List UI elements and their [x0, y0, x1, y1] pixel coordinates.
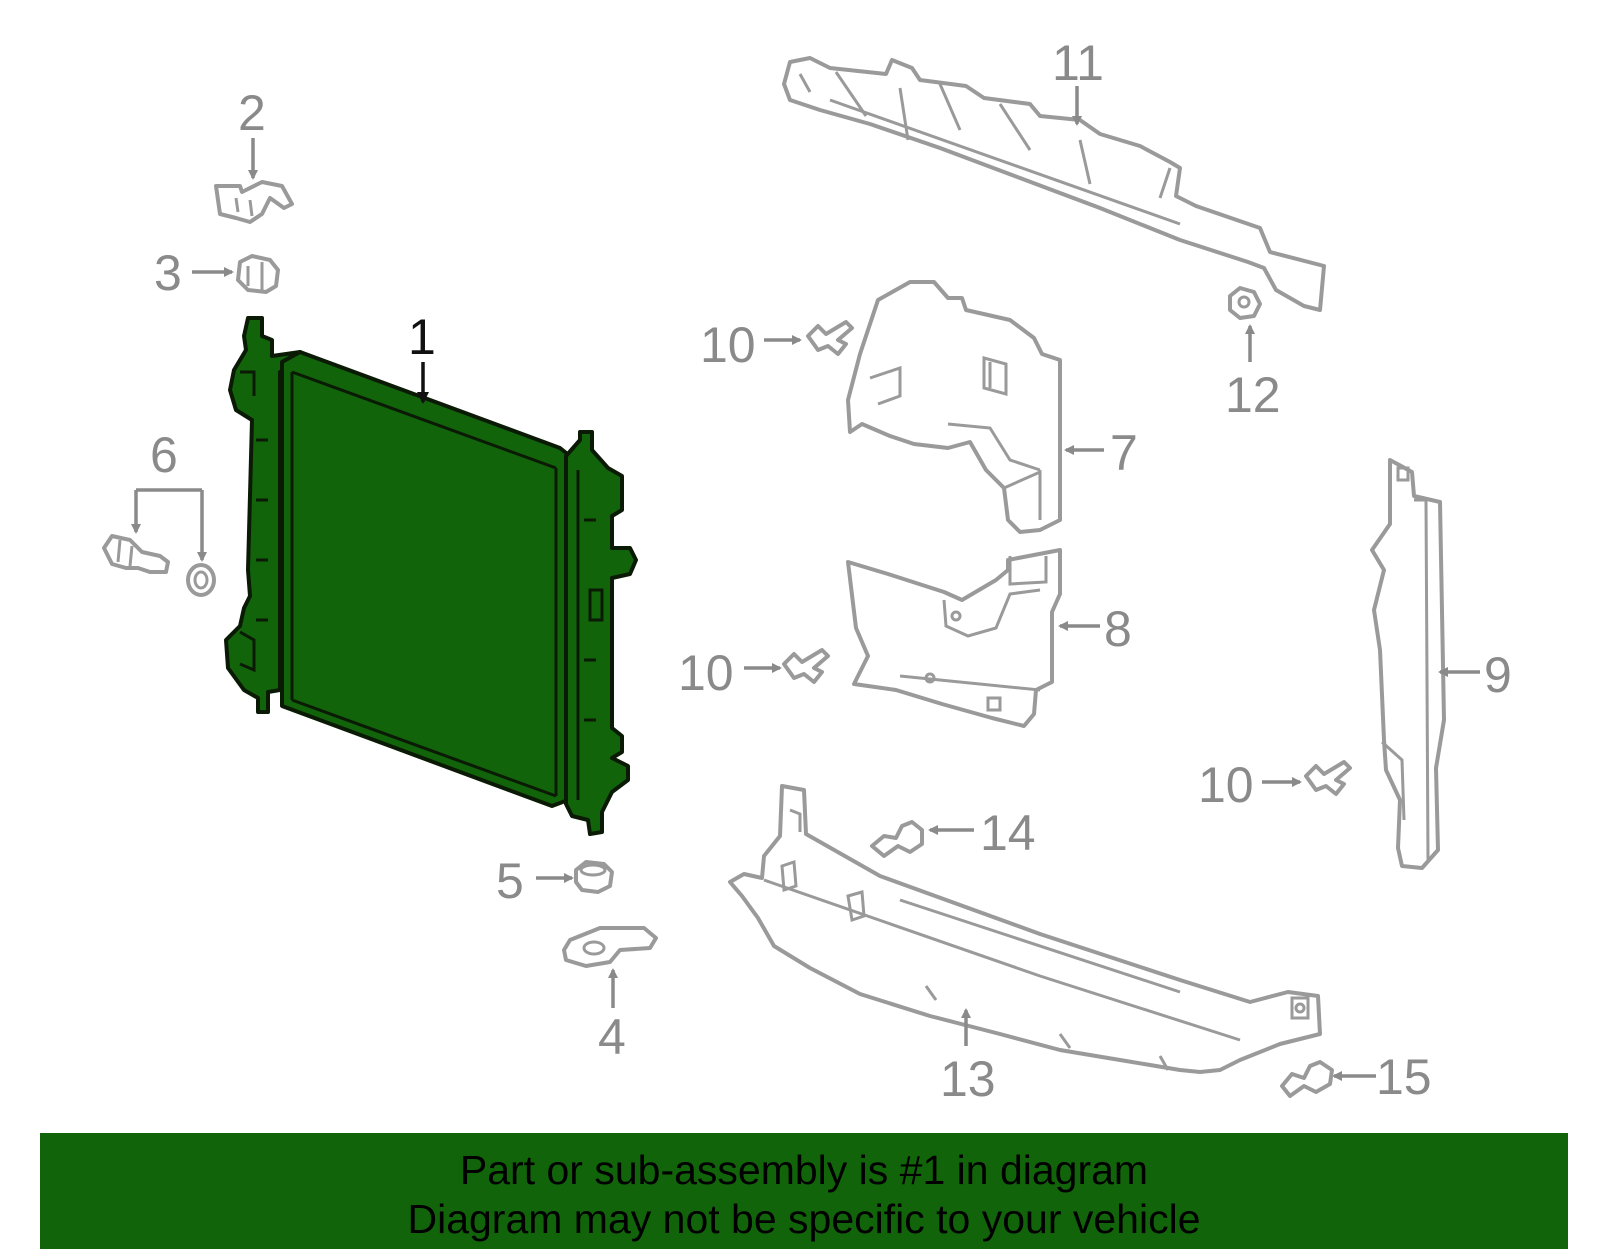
callout-1: 1 — [408, 309, 436, 404]
svg-text:10: 10 — [700, 317, 756, 373]
svg-text:3: 3 — [154, 245, 182, 301]
grommet-part-5[interactable] — [574, 860, 614, 894]
lower-tie-bar-part-13[interactable] — [728, 784, 1322, 1074]
callout-11: 11 — [1052, 35, 1104, 126]
radiator-right-tank — [564, 430, 638, 836]
callout-4: 4 — [598, 968, 626, 1065]
svg-text:1: 1 — [408, 309, 436, 365]
radiator-part-1[interactable] — [224, 316, 638, 836]
push-pin-part-10-a[interactable] — [806, 320, 854, 356]
upper-bracket-part-2[interactable] — [214, 180, 294, 224]
svg-text:9: 9 — [1484, 647, 1512, 703]
nut-part-12[interactable] — [1228, 286, 1262, 320]
svg-text:12: 12 — [1225, 367, 1281, 423]
info-banner: Part or sub-assembly is #1 in diagram Di… — [40, 1133, 1568, 1249]
callout-10-c: 10 — [1198, 757, 1302, 813]
callout-12: 12 — [1225, 324, 1281, 423]
lower-bracket-part-4[interactable] — [562, 926, 658, 968]
svg-text:2: 2 — [238, 85, 266, 141]
svg-text:15: 15 — [1376, 1049, 1432, 1105]
push-pin-part-10-c[interactable] — [1304, 760, 1352, 796]
banner-line-2: Diagram may not be specific to your vehi… — [407, 1196, 1201, 1242]
banner-line-1: Part or sub-assembly is #1 in diagram — [459, 1147, 1149, 1193]
temp-sensor-part-6[interactable] — [102, 534, 170, 574]
lower-deflector-part-8[interactable] — [846, 548, 1062, 728]
push-pin-part-15[interactable] — [1280, 1060, 1334, 1098]
upper-deflector-part-7[interactable] — [846, 280, 1062, 534]
svg-text:13: 13 — [940, 1051, 996, 1107]
svg-text:6: 6 — [150, 427, 178, 483]
svg-text:11: 11 — [1052, 35, 1104, 91]
side-deflector-part-9[interactable] — [1370, 458, 1446, 870]
insulator-part-3[interactable] — [236, 254, 280, 294]
svg-text:10: 10 — [1198, 757, 1254, 813]
push-pin-part-10-b[interactable] — [782, 648, 830, 684]
callout-8: 8 — [1058, 601, 1132, 657]
callout-2: 2 — [238, 85, 266, 180]
svg-text:4: 4 — [598, 1009, 626, 1065]
callout-9: 9 — [1438, 647, 1512, 703]
callout-13: 13 — [940, 1008, 996, 1107]
callout-5: 5 — [496, 853, 574, 909]
svg-text:14: 14 — [980, 805, 1036, 861]
svg-text:10: 10 — [678, 645, 734, 701]
push-pin-part-14[interactable] — [870, 820, 924, 858]
callout-10-b: 10 — [678, 645, 782, 701]
svg-text:5: 5 — [496, 853, 524, 909]
callout-15: 15 — [1332, 1049, 1432, 1105]
radiator-left-tank — [224, 316, 302, 714]
callout-7: 7 — [1064, 425, 1138, 481]
callout-10-a: 10 — [700, 317, 802, 373]
svg-text:7: 7 — [1110, 425, 1138, 481]
callout-6: 6 — [131, 427, 207, 562]
callout-14: 14 — [928, 805, 1036, 861]
washer-part-6[interactable] — [186, 563, 216, 597]
callout-3: 3 — [154, 245, 234, 301]
upper-tie-bar-part-11[interactable] — [782, 56, 1326, 312]
svg-text:8: 8 — [1104, 601, 1132, 657]
